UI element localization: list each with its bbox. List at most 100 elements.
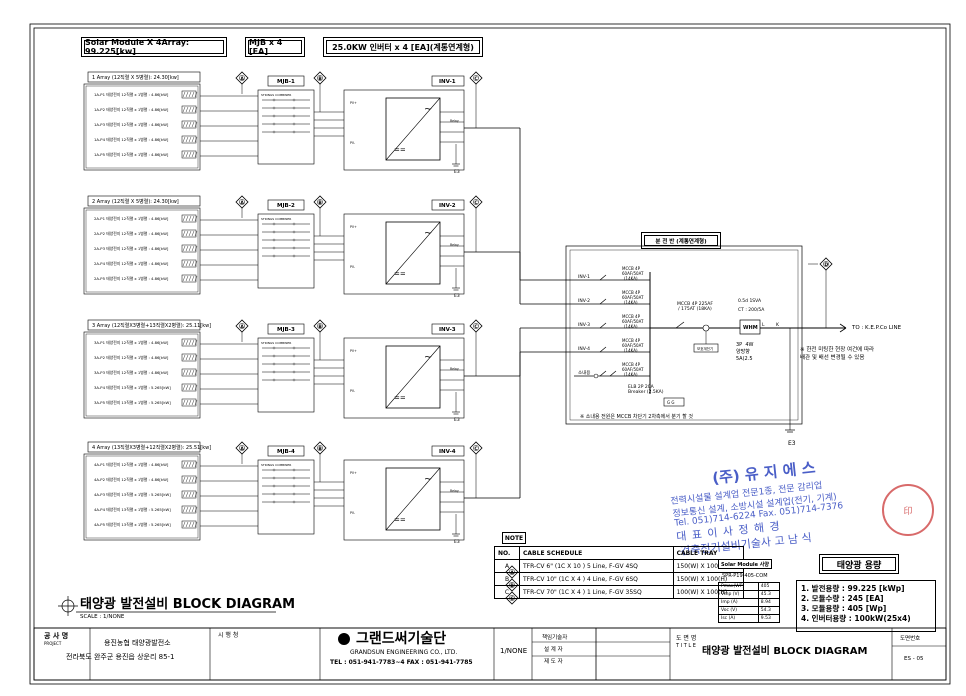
array-label-box <box>87 319 201 331</box>
hatch <box>185 506 189 513</box>
fuse-icon <box>272 378 276 382</box>
cable-marker-letter: C <box>474 200 478 206</box>
cable-marker-ring <box>473 445 479 451</box>
right-note: ※ 한전 미팅한 현장 여건에 따라 배관 및 배선 변경될 수 있음 <box>800 347 875 361</box>
breaker-spec: (14KA) <box>624 300 638 305</box>
header-solar-module: Solar Module X 4Array: 99.225[kw] <box>81 37 227 57</box>
fuse-icon <box>272 238 276 242</box>
hatch <box>182 354 186 361</box>
hatch <box>182 136 186 143</box>
ac-symbol: ~ <box>424 228 432 239</box>
ac-symbol: ~ <box>424 104 432 115</box>
module-spec-table: Pmax(WP)405 Vmp (V)45.3 Imp (A)8.94 Voc … <box>718 582 781 623</box>
hatch <box>194 461 198 468</box>
mjb-label-box <box>267 199 305 211</box>
table-row: Pmax(WP)405 <box>718 582 781 591</box>
drawing-name: 태양광 발전설비 BLOCK DIAGRAM <box>702 646 868 657</box>
ground-label: E3 <box>454 417 460 423</box>
hatch <box>188 506 192 513</box>
fuse-icon <box>272 500 276 504</box>
cable-marker-ring <box>473 75 479 81</box>
hatch <box>185 151 189 158</box>
hatch <box>191 275 195 282</box>
mjb-label: MJB-1 <box>277 79 295 85</box>
relay-label: Relay <box>450 489 459 493</box>
fuse-icon <box>272 246 276 250</box>
table-row: Isc (A)9.53 <box>718 614 781 623</box>
fuse-icon <box>272 492 276 496</box>
hatch <box>188 369 192 376</box>
breaker-label: INV-4 <box>578 346 590 352</box>
hatch <box>194 506 198 513</box>
hatch <box>185 230 189 237</box>
cable-schedule-table: NO. CABLE SCHEDULE CABLE TRAY A TFR-CV 6… <box>494 546 745 599</box>
breaker-icon <box>599 322 607 329</box>
breaker-icon <box>599 298 607 305</box>
string-label: 4A-P2 태양전지 12직렬 x 1병렬 : 4.86[kW] <box>94 477 169 482</box>
role-designer: 설 계 자 <box>544 647 563 653</box>
hatch <box>188 260 192 267</box>
string-label: 2A-P3 태양전지 12직렬 x 1병렬 : 4.86[kW] <box>94 246 169 251</box>
hatch <box>191 91 195 98</box>
inverter-frame <box>343 337 465 419</box>
meter-box <box>739 319 761 335</box>
project-address: 전라북도 완주군 용진읍 상운리 85-1 <box>66 653 175 661</box>
panel-title: 분 전 반 (계통연계형) <box>641 232 721 249</box>
dc-symbol: == <box>394 270 406 278</box>
diode-icon <box>292 476 296 480</box>
small-breaker-label: ELB 2P 20A Breaker (2.5KA) <box>628 385 664 395</box>
cable-marker-letter: B <box>318 446 322 452</box>
breaker-label: 소내용 <box>578 369 590 376</box>
cable-marker-ring <box>473 323 479 329</box>
spec-key: Imp (A) <box>718 598 759 607</box>
hatch <box>182 106 186 113</box>
fuse-icon <box>272 346 276 350</box>
inverter-diagonal <box>385 221 441 285</box>
breaker-spec: 60AF/50AT <box>622 271 644 276</box>
fuse-icon <box>272 98 276 102</box>
hatch <box>191 215 195 222</box>
hatch <box>191 136 195 143</box>
diode-icon <box>292 378 296 382</box>
ac-symbol: ~ <box>424 352 432 363</box>
mjb-header: STRINGS COMBINER <box>261 93 291 97</box>
breaker-label: INV-1 <box>578 274 590 280</box>
hatch <box>191 106 195 113</box>
schedule-no: A <box>494 559 520 573</box>
inverter-label: INV-2 <box>439 203 456 209</box>
pv-in-label: PV+ <box>350 225 357 229</box>
mjb-header: STRINGS COMBINER <box>261 463 291 467</box>
spec-val: 54.3 <box>757 606 781 615</box>
inverter-diagonal <box>385 467 441 531</box>
capacity-title: 태양광 용량 <box>819 554 899 574</box>
spec-key: Pmax(WP) <box>718 582 759 591</box>
hatch <box>194 384 198 391</box>
hatch <box>191 121 195 128</box>
cable-marker-ring <box>239 445 245 451</box>
cable-marker-letter: B <box>318 76 322 82</box>
inv-label-box <box>431 75 465 87</box>
breaker-spec: MCCB 4P <box>622 362 641 367</box>
hatch <box>188 339 192 346</box>
mjb-label-box <box>267 323 305 335</box>
hatch <box>194 230 198 237</box>
hatch <box>191 476 195 483</box>
project-label-en: PROJECT <box>44 641 62 646</box>
hatch <box>194 339 198 346</box>
project-label: 공 사 명 <box>44 632 69 640</box>
breaker-icon <box>599 274 607 281</box>
owner-label: 시 행 청 <box>218 632 239 639</box>
mjb-label: MJB-3 <box>277 327 295 333</box>
breaker-spec: (14KA) <box>624 348 638 353</box>
bottom-note: ※ 소내용 전원은 MCCB 차단기 2차측에서 분기 할 것 <box>580 414 694 420</box>
outer-border <box>29 23 951 685</box>
pv-neg-label: PV- <box>350 141 355 145</box>
mjb-box <box>257 337 315 413</box>
hatch <box>191 521 195 528</box>
mjb-box <box>257 459 315 535</box>
meter-spec-1: 0.5d 1SVA <box>738 299 762 304</box>
meter-spec-2: CT : 200/5A <box>738 308 765 313</box>
cable-marker-letter: C <box>510 596 514 602</box>
hatch <box>194 354 198 361</box>
capacity-item: 4. 인버터용량 : 100kW(25x4) <box>801 614 911 623</box>
